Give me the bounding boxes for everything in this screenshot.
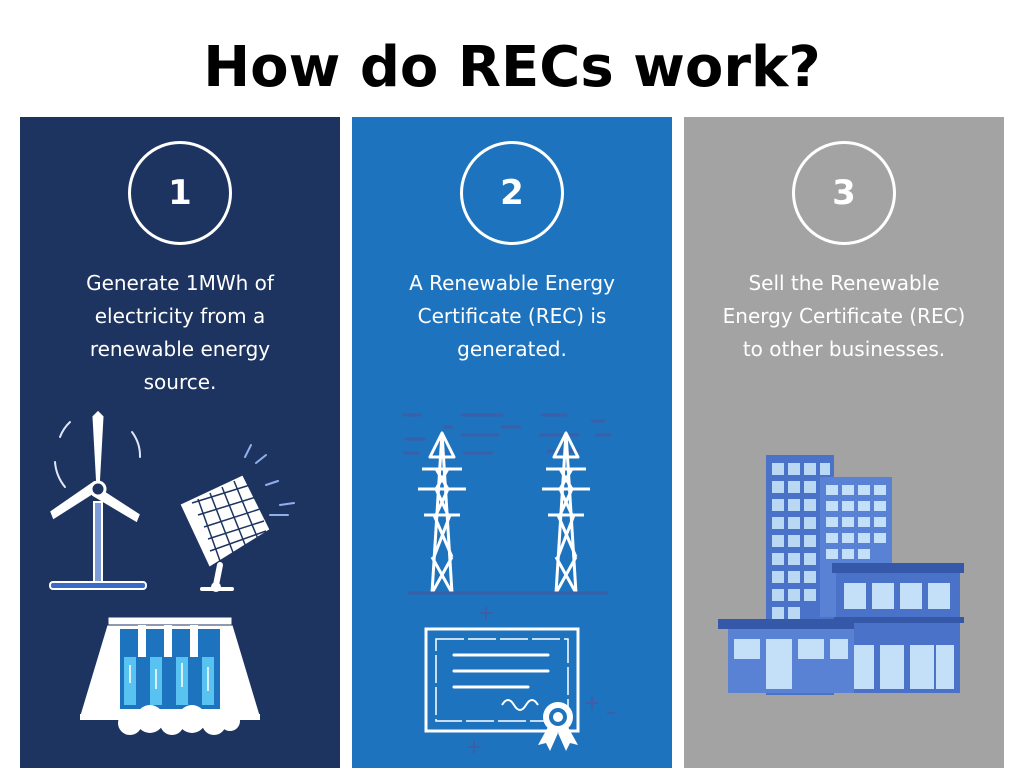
step-description: Sell the Renewable Energy Certificate (R… [722,271,966,361]
office-buildings-icon [718,455,964,695]
wind-turbine-icon [49,410,147,590]
step-panel-1: 1 Generate 1MWh of electricity from a re… [20,117,340,768]
step-description: Generate 1MWh of electricity from a rene… [86,271,274,394]
step-panel-2: 2 A Renewable Energy Certificate (REC) i… [352,117,672,768]
step-number-badge: 1 [128,141,232,245]
step-panel-3: 3 Sell the Renewable Energy Certificate … [684,117,1004,768]
page-title: How do RECs work? [203,35,821,100]
hydro-dam-icon [80,616,260,735]
step-number-badge: 2 [460,141,564,245]
power-pylon-icon [402,413,612,595]
step-number-badge: 3 [792,141,896,245]
solar-panel-icon [180,444,295,592]
certificate-icon [424,606,615,754]
step-description: A Renewable Energy Certificate (REC) is … [409,271,615,361]
